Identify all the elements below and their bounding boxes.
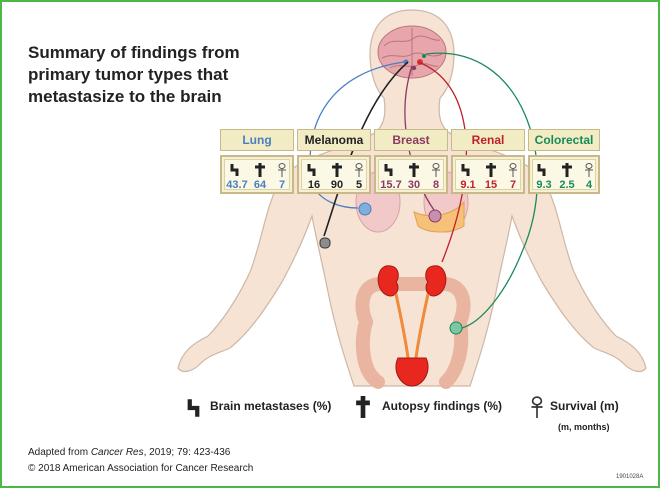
survival-value-lung: 7 <box>278 179 286 191</box>
tumor-header-renal: Renal <box>451 129 525 151</box>
brain-metastases-value-lung: 43.7 <box>226 179 248 191</box>
right-kidney <box>425 265 447 297</box>
cross-icon <box>255 163 265 177</box>
autopsy-value-breast: 30 <box>407 179 421 191</box>
autopsy-value-renal: 15 <box>484 179 498 191</box>
cross-icon <box>409 163 419 177</box>
cross-icon <box>562 163 572 177</box>
brain-metastases-icon <box>187 399 200 417</box>
source-citation: Adapted from Cancer Res, 2019; 79: 423-4… <box>28 447 230 458</box>
colorectal-tumor <box>449 321 463 335</box>
legend-brain-metastases: Brain metastases (%) <box>210 399 332 413</box>
brain <box>377 25 447 79</box>
brain-metastases-value-melanoma: 16 <box>307 179 321 191</box>
ankh-icon <box>432 163 440 177</box>
ankh-icon <box>355 163 363 177</box>
survival-value-renal: 7 <box>509 179 517 191</box>
tumor-name-melanoma: Melanoma <box>304 133 364 147</box>
tumor-name-lung: Lung <box>242 133 272 147</box>
left-kidney <box>377 265 399 297</box>
brain-metastases-icon <box>384 164 393 176</box>
tumor-name-colorectal: Colorectal <box>534 133 594 147</box>
colon <box>355 277 471 389</box>
brain-metastases-icon <box>230 164 239 176</box>
ankh-icon <box>585 163 593 177</box>
colorectal-path <box>425 52 538 329</box>
survival-value-melanoma: 5 <box>355 179 363 191</box>
cross-icon <box>486 163 496 177</box>
citation-journal: Cancer Res <box>90 447 144 458</box>
brain-metastases-value-breast: 15.7 <box>380 179 402 191</box>
figure-code: 1901028A <box>616 474 644 480</box>
brain-metastases-icon <box>307 164 316 176</box>
brain-metastases-value-renal: 9.1 <box>460 179 476 191</box>
stats-breast: 15.7 30 8 <box>374 155 448 194</box>
legend-survival: Survival (m) <box>550 399 619 413</box>
survival-value-colorectal: 4 <box>585 179 593 191</box>
citation-suffix: , 2019; 79: 423-436 <box>143 447 231 458</box>
ankh-icon <box>509 163 517 177</box>
copyright-notice: © 2018 American Association for Cancer R… <box>28 463 254 474</box>
tumor-header-breast: Breast <box>374 129 448 151</box>
ankh-icon <box>278 163 286 177</box>
autopsy-value-melanoma: 90 <box>330 179 344 191</box>
survival-value-breast: 8 <box>432 179 440 191</box>
tumor-name-breast: Breast <box>392 133 430 147</box>
brain-metastases-icon <box>461 164 470 176</box>
brain-metastases-value-colorectal: 9.3 <box>536 179 552 191</box>
figure-title: Summary of findings from primary tumor t… <box>28 43 240 106</box>
tumor-header-lung: Lung <box>220 129 294 151</box>
cross-icon <box>356 396 370 418</box>
stats-lung: 43.7 64 7 <box>220 155 294 194</box>
autopsy-value-colorectal: 2.5 <box>559 179 575 191</box>
stats-melanoma: 16 90 5 <box>297 155 371 194</box>
bladder <box>395 357 429 387</box>
citation-prefix: Adapted from <box>28 447 91 458</box>
legend-autopsy: Autopsy findings (%) <box>382 399 502 413</box>
stats-colorectal: 9.3 2.5 4 <box>528 155 600 194</box>
legend-survival-note: (m, months) <box>558 422 610 432</box>
tumor-name-renal: Renal <box>471 133 505 147</box>
tumor-header-colorectal: Colorectal <box>528 129 600 151</box>
cross-icon <box>332 163 342 177</box>
stats-renal: 9.1 15 7 <box>451 155 525 194</box>
autopsy-value-lung: 64 <box>253 179 267 191</box>
tumor-header-melanoma: Melanoma <box>297 129 371 151</box>
breast-tumor <box>428 209 442 223</box>
brain-metastases-icon <box>537 164 546 176</box>
ankh-icon <box>531 396 543 418</box>
melanoma-tumor <box>319 237 331 249</box>
lung-tumor <box>358 202 372 216</box>
